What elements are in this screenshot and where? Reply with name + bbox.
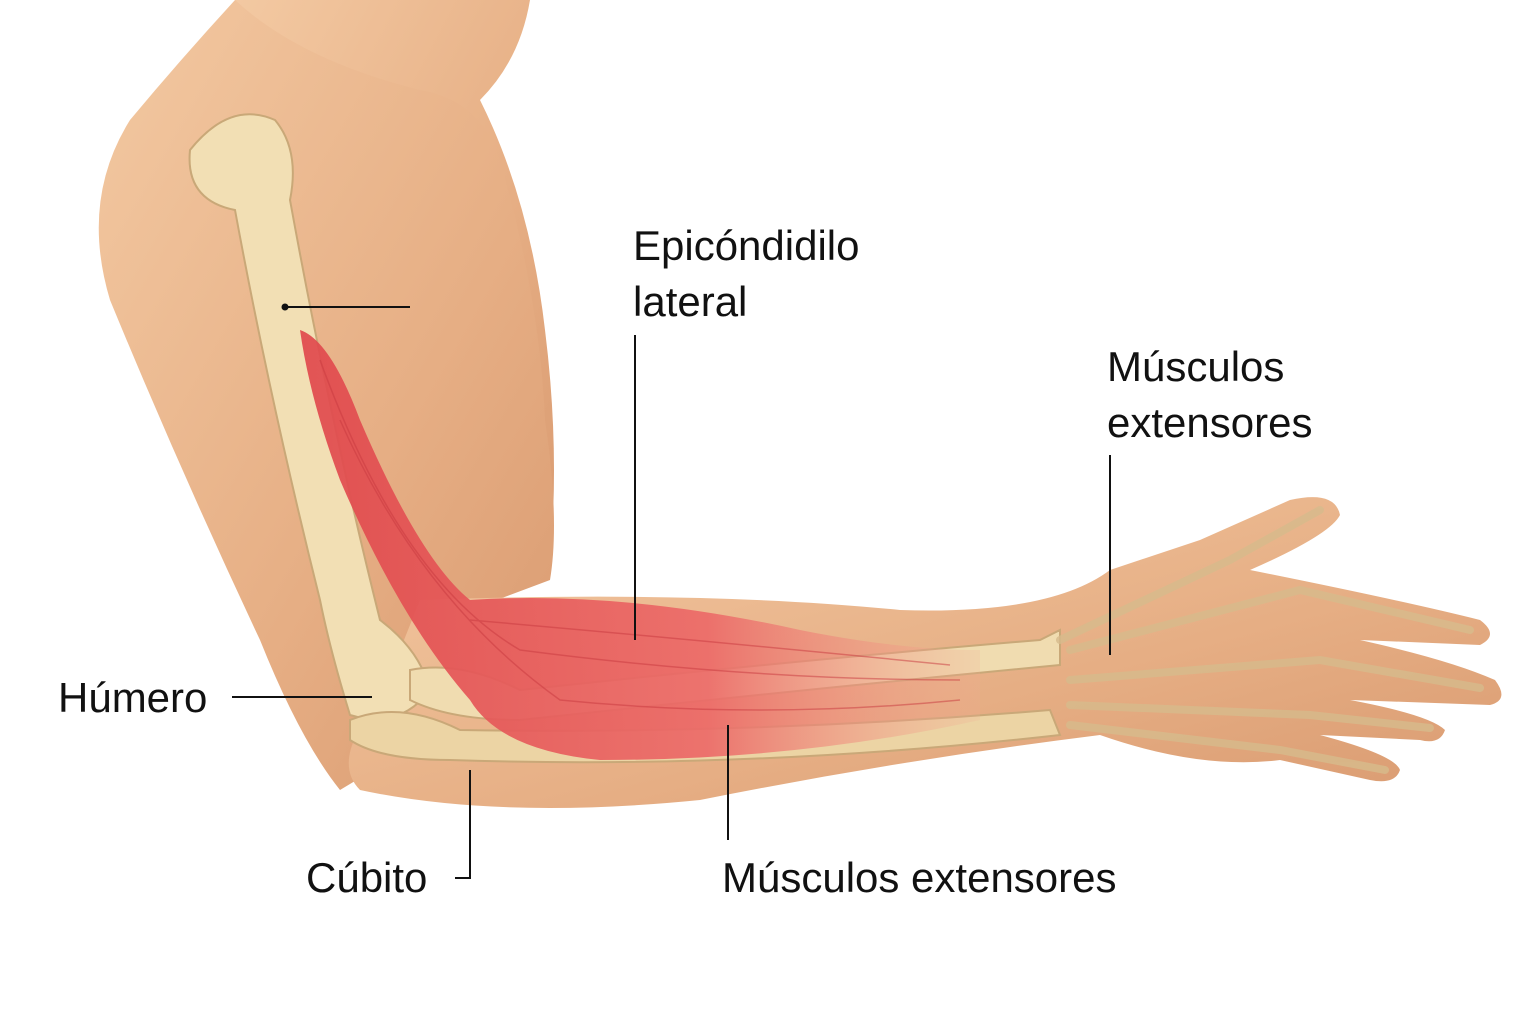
label-extensors-bottom: Músculos extensores: [722, 854, 1117, 901]
leader-lines: [232, 303, 1111, 879]
label-humerus: Húmero: [58, 674, 208, 721]
muscle-fibers: [319, 359, 961, 711]
label-epicondyle-line2: lateral: [633, 278, 748, 325]
label-ulna: Cúbito: [306, 854, 428, 901]
label-extensors-top-line2: extensores: [1107, 399, 1313, 446]
extensor-muscle: [300, 330, 980, 760]
label-epicondyle-line1: Epicóndidilo: [633, 222, 860, 269]
label-extensors-top-line1: Músculos: [1107, 343, 1285, 390]
hand-bones: [1056, 506, 1484, 774]
